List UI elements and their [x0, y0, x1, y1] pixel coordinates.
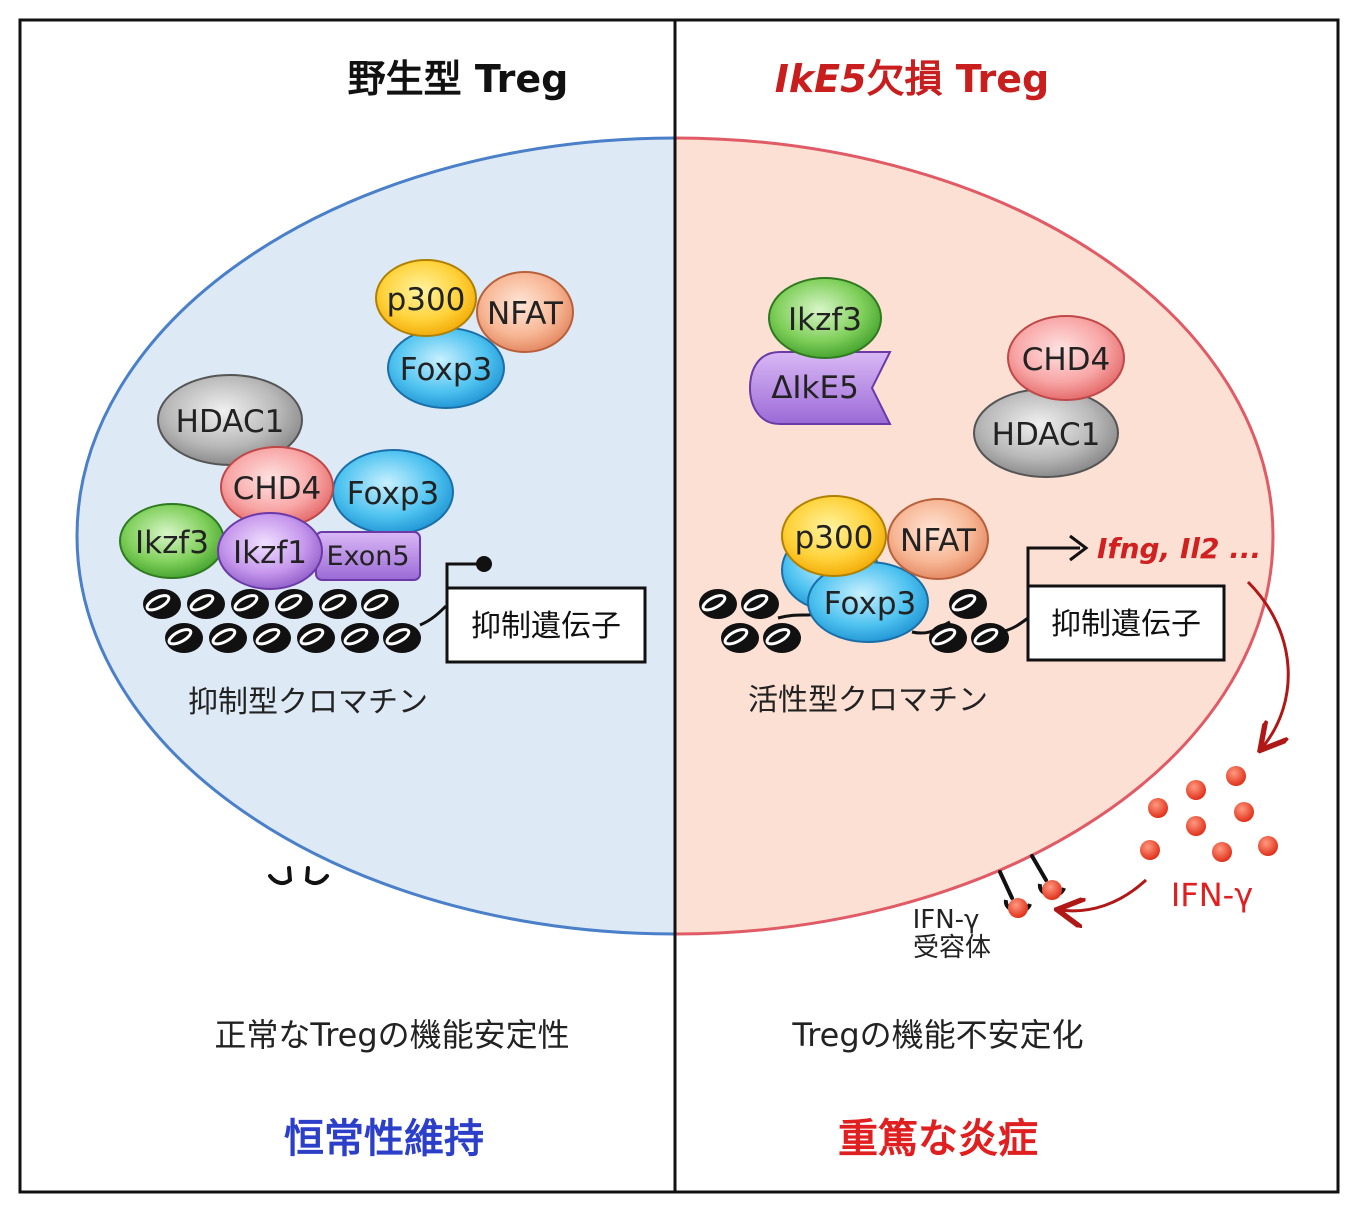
left-promoter-marker	[445, 556, 492, 588]
left-result: 恒常性維持	[284, 1116, 484, 1162]
right-chromatin-label: 活性型クロマチン	[748, 683, 988, 718]
left-hdac1-label: HDAC1	[176, 404, 285, 440]
right-nfat-label: NFAT	[900, 523, 977, 559]
right-free-repressor: CHD4 HDAC1	[973, 315, 1125, 478]
left-foxp3-top-label: Foxp3	[400, 352, 493, 388]
left-gene-box-label: 抑制遺伝子	[471, 609, 621, 644]
left-title: 野生型 Treg	[348, 57, 569, 101]
right-transcripts-label: Ifng, Il2 ...	[1097, 532, 1261, 565]
left-p300	[375, 259, 477, 337]
right-delta-ike5	[748, 351, 892, 425]
left-repressed-gene-box: 抑制遺伝子	[445, 586, 647, 664]
left-chromatin-label: 抑制型クロマチン	[188, 685, 428, 720]
right-chd4-label: CHD4	[1022, 342, 1111, 378]
left-activator-complex: p300 NFAT Foxp3	[375, 259, 574, 409]
left-ikzf1-label: Ikzf1	[233, 535, 307, 571]
right-activator-complex: p300 NFAT Foxp3	[781, 495, 989, 643]
left-repressive-chromatin	[141, 587, 448, 655]
outer-frame	[18, 18, 1340, 1194]
receptor-label-line2: 受容体	[913, 933, 991, 963]
receptor-label-line1: IFN-γ	[913, 905, 980, 935]
right-p300-label: p300	[795, 520, 874, 556]
right-ikzf3-complex: Ikzf3 ΔIkE5	[748, 277, 892, 425]
left-outcome: 正常なTregの機能安定性	[214, 1016, 569, 1054]
ifng-label: IFN-γ	[1171, 876, 1253, 914]
left-exon5-label: Exon5	[326, 541, 409, 572]
right-ikzf3	[768, 277, 882, 359]
binding-arrow	[1060, 878, 1148, 911]
left-foxp3-label: Foxp3	[347, 476, 440, 512]
left-nfat	[476, 271, 574, 353]
left-ifng-receptor	[268, 866, 329, 886]
left-ikzf3-label: Ikzf3	[135, 525, 209, 561]
right-ikzf3-label: Ikzf3	[788, 302, 862, 338]
right-foxp3-label: Foxp3	[824, 586, 917, 622]
right-result: 重篤な炎症	[838, 1116, 1038, 1162]
right-chd4	[1007, 315, 1125, 401]
right-title: IkE5欠損 Treg	[775, 57, 1050, 101]
right-p300	[781, 495, 887, 577]
right-expressed-gene-box: 抑制遺伝子	[1026, 584, 1226, 662]
secretion-arrow	[1246, 580, 1290, 748]
right-delta-ike5-label: ΔIkE5	[771, 370, 859, 406]
left-p300-label: p300	[387, 282, 466, 318]
right-hdac1-label: HDAC1	[992, 417, 1101, 453]
left-nfat-label: NFAT	[487, 296, 564, 332]
right-title-rest: 欠損 Treg	[867, 57, 1050, 101]
left-chd4-label: CHD4	[233, 471, 322, 507]
ifng-cytokines	[1140, 766, 1278, 862]
right-transcription-arrow	[1026, 534, 1089, 586]
left-ikzf1	[217, 512, 323, 590]
left-repressor-complex: HDAC1 CHD4 Foxp3 Ikzf3 Ikzf1 Exon5	[119, 374, 454, 590]
right-outcome: Tregの機能不安定化	[791, 1016, 1083, 1054]
right-title-gene: IkE5	[775, 57, 867, 101]
right-nfat	[887, 498, 989, 580]
right-gene-box-label: 抑制遺伝子	[1051, 607, 1201, 642]
right-ifng-receptor	[998, 854, 1066, 918]
